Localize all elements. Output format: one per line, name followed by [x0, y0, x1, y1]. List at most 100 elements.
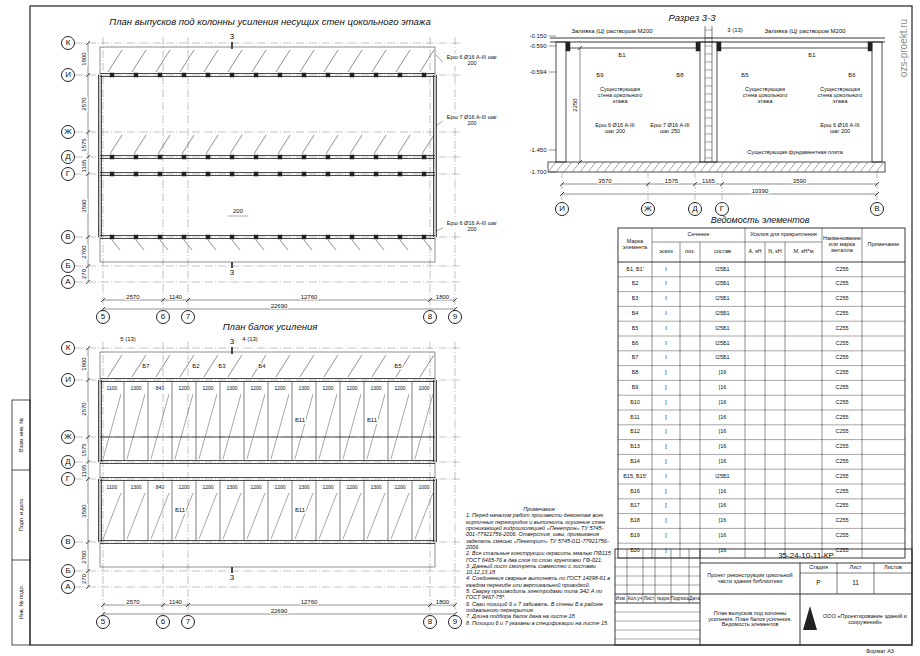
axis-bubble: И [61, 373, 75, 387]
table-header: М, кН*м [785, 242, 822, 262]
table-line [618, 350, 905, 351]
section-mark: 3 [229, 574, 235, 583]
outlet-rebar [278, 135, 290, 154]
dimension-text: 1300 [369, 485, 382, 491]
table-cell: С255 [822, 395, 862, 410]
section-cut [231, 347, 233, 354]
table-cell: С255 [822, 528, 862, 543]
column-outlet [254, 235, 258, 239]
outlet-rebar [350, 135, 362, 154]
wall-section [872, 42, 882, 162]
level-mark: -0.150 [528, 33, 547, 40]
hatch-line [588, 162, 596, 172]
wall-line [98, 479, 99, 542]
table-cell: С255 [822, 306, 862, 321]
hatch-line [548, 162, 556, 172]
outlet-rebar [396, 50, 410, 72]
table-line [618, 543, 905, 544]
title-block-text: Р [800, 573, 837, 594]
beam-diagonal [391, 493, 409, 539]
wall-line [101, 75, 102, 237]
axis-letter: Ж [64, 128, 71, 136]
table-cell: I25Б1 [700, 292, 745, 307]
table-cell: С255 [822, 514, 862, 529]
hatch-line [876, 162, 884, 172]
table-cell: I [652, 262, 680, 277]
axis-line [103, 342, 104, 615]
table-cell: С255 [822, 484, 862, 499]
beam-line [172, 382, 173, 461]
table-cell: [16 [700, 410, 745, 425]
table-line [618, 528, 905, 529]
table-cell: Б17 [618, 499, 652, 514]
outlet-rebar [302, 135, 314, 154]
notes-block: Примечания1. Перед началом работ произве… [466, 506, 612, 626]
beam-diagonal [295, 493, 313, 539]
axis-letter: И [559, 205, 565, 213]
axis-letter: 7 [186, 618, 190, 626]
level-mark: -0.594 [528, 69, 547, 76]
table-cell: Б18 [618, 514, 652, 529]
section-mark: 3 [229, 33, 235, 42]
rebar-callout: Ерш 7 Ø16 А-III шаг 200 [445, 114, 499, 126]
beam-profile [717, 42, 721, 51]
column-outlet [134, 172, 138, 176]
table-cell: С255 [822, 262, 862, 277]
dimension-text: 1300 [225, 386, 238, 392]
column-outlet [110, 235, 114, 239]
table-cell: [ [652, 528, 680, 543]
rebar-line [705, 142, 712, 143]
beam-line [364, 481, 365, 541]
rebar-callout: Ерш 6 Ø16 А-III шаг 200 [445, 54, 499, 66]
column-outlet [278, 172, 282, 176]
beam-line [124, 382, 125, 461]
table-title: Ведомость элементов [711, 216, 810, 226]
table-line [618, 439, 905, 440]
wall-line [100, 378, 435, 379]
wall-line [98, 380, 99, 462]
axis-bubble: 9 [448, 310, 462, 324]
rebar-line [705, 54, 712, 55]
axis-bubble: В [61, 535, 75, 549]
beam-mark: Б8 [675, 72, 684, 79]
table-line [785, 242, 786, 558]
column-outlet [230, 73, 234, 77]
dimension-tick [560, 192, 564, 196]
column-outlet [422, 172, 426, 176]
axis-line [695, 172, 696, 202]
beam-line [220, 382, 221, 461]
table-cell: С255 [822, 277, 862, 292]
axis-line [75, 479, 462, 480]
table-cell: [16 [700, 425, 745, 440]
column-outlet [254, 172, 258, 176]
axis-bubble: Г [61, 167, 75, 181]
dimension-tick [86, 41, 90, 45]
hatch-line [628, 162, 636, 172]
title-block-line [615, 585, 700, 586]
sheet-format: Формат А3 [866, 647, 894, 653]
hatch-line [748, 162, 756, 172]
rebar-callout: Ерш 7 Ø16 А-III шаг 250 [646, 122, 694, 134]
hatch-line [660, 162, 668, 172]
outlet-rebar [420, 50, 434, 72]
outlet-rebar [108, 355, 122, 377]
axis-letter: 9 [453, 313, 457, 321]
title-block-text: Проект реконструкции цокольной части зда… [700, 563, 800, 594]
column-outlet [398, 172, 402, 176]
dimension-text: 2250 [572, 97, 579, 112]
hatch-line [724, 162, 732, 172]
table-line [618, 513, 905, 514]
rebar-line [705, 62, 712, 63]
outlet-rebar [108, 50, 122, 72]
hatch-line [860, 162, 868, 172]
column-outlet [182, 172, 186, 176]
axis-bubble: Б [61, 259, 75, 273]
beam-line [196, 481, 197, 541]
column-outlet [134, 73, 138, 77]
section-mark: 3 [229, 269, 235, 278]
dimension-tick [428, 603, 432, 607]
material-note: Заливка (Ц) раствором М200 [763, 28, 846, 35]
axis-letter: Д [65, 458, 70, 466]
column-outlet [302, 172, 306, 176]
